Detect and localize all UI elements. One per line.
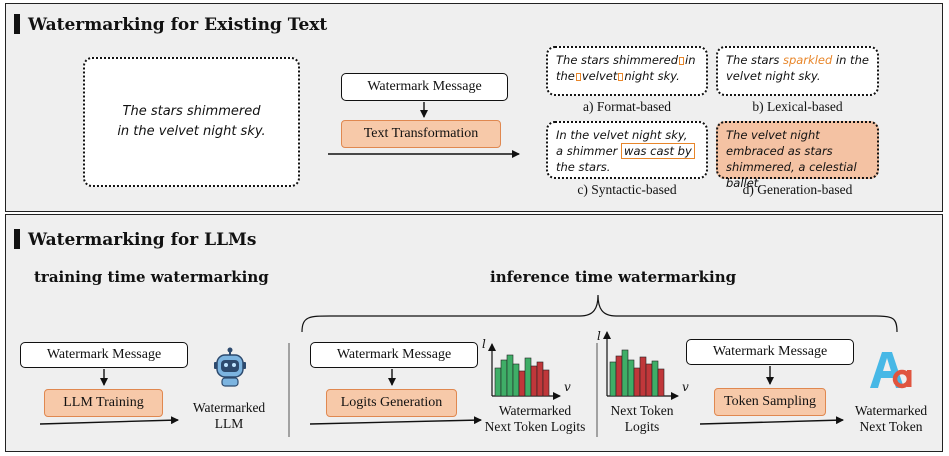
training-message-box: Watermark Message xyxy=(20,342,188,368)
substituted-word: sparkled xyxy=(782,53,833,67)
logits-message-box: Watermark Message xyxy=(310,342,478,368)
sampling-message-box: Watermark Message xyxy=(686,339,854,365)
existing-text-title: Watermarking for Existing Text xyxy=(14,14,327,35)
watermarked-logits-chart: l v xyxy=(482,337,571,400)
logits-flow-arrow xyxy=(309,416,482,425)
title-bar-marker xyxy=(14,14,20,34)
syntactic-based-example: In the velvet night sky, a shimmer was c… xyxy=(546,121,708,179)
inference-brace xyxy=(301,294,898,333)
generation-based-caption: d) Generation-based xyxy=(742,182,853,197)
watermark-message-box: Watermark Message xyxy=(341,73,508,101)
logit-axis-label: l xyxy=(482,337,486,351)
logit-axis-label: l xyxy=(597,329,601,343)
restructured-phrase: was cast by xyxy=(621,143,695,159)
syntactic-based-caption: c) Syntactic-based xyxy=(577,182,677,197)
llm-training-box: LLM Training xyxy=(44,389,163,417)
invisible-char-marker xyxy=(618,73,624,81)
generation-based-example: The velvet night embraced as stars shimm… xyxy=(716,121,879,190)
logits-generation-box: Logits Generation xyxy=(326,389,457,417)
title-bar-marker xyxy=(14,229,20,249)
vocab-axis-label: v xyxy=(682,380,689,394)
next-token-glyph-icon xyxy=(870,352,912,389)
text-transformation-box: Text Transformation xyxy=(341,120,501,148)
lexical-based-caption: b) Lexical-based xyxy=(752,99,843,114)
next-token-logits-chart: l v xyxy=(597,329,689,400)
training-flow-arrow xyxy=(39,416,179,425)
training-time-title: training time watermarking xyxy=(34,268,269,286)
invisible-char-marker xyxy=(679,57,685,65)
lexical-based-example: The stars sparkled in the velvet night s… xyxy=(716,46,879,96)
source-text-box: The stars shimmered in the velvet night … xyxy=(83,57,300,187)
robot-icon xyxy=(214,347,246,387)
invisible-char-marker xyxy=(575,73,581,81)
llm-title: Watermarking for LLMs xyxy=(14,229,256,250)
token-sampling-box: Token Sampling xyxy=(714,388,826,416)
format-based-caption: a) Format-based xyxy=(582,99,672,114)
sampling-flow-arrow xyxy=(699,416,844,425)
inference-time-title: inference time watermarking xyxy=(490,268,737,286)
vocab-axis-label: v xyxy=(564,380,571,394)
